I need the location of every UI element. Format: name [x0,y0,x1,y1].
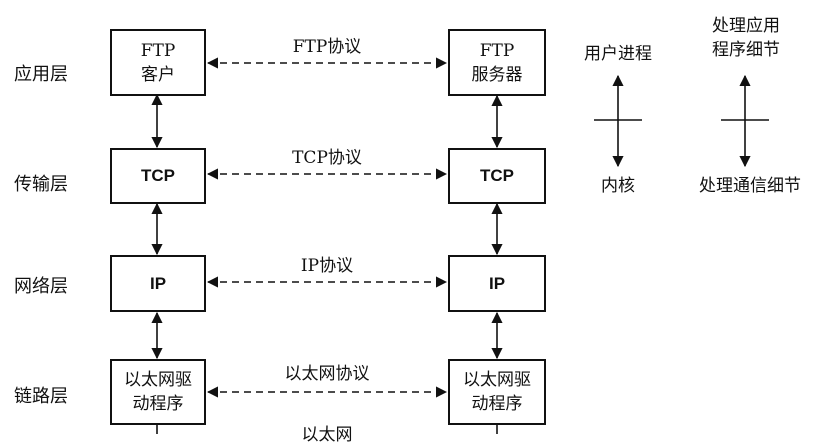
ftp-client-line2: 客户 [140,64,175,85]
user-process-label: 用户进程 [584,44,652,64]
layer-label-link: 链路层 [14,386,68,407]
app-details-line1: 处理应用 [712,16,780,36]
layer-label-transport: 传输层 [14,174,68,195]
ip-protocol-label: IP协议 [300,256,354,276]
left-tcp-box: TCP [110,148,206,204]
right-tcp-box: TCP [448,148,546,204]
right-ethernet-driver-box: 以太网驱 动程序 [448,359,546,425]
left-ethernet-driver-box: 以太网驱 动程序 [110,359,206,425]
left-driver-line1: 以太网驱 [124,370,192,390]
ftp-client-box: FTP 客户 [110,29,206,96]
comm-details-label: 处理通信细节 [699,176,801,196]
connector-lines [151,57,769,434]
bottom-cut-label: 以太网 [301,425,353,445]
ftp-server-line2: 服务器 [471,64,523,85]
ethernet-protocol-label: 以太网协议 [284,364,370,384]
left-ip-box: IP [110,255,206,312]
right-driver-line1: 以太网驱 [463,370,531,390]
app-details-line2: 程序细节 [712,40,780,60]
left-driver-line2: 动程序 [132,394,184,414]
kernel-label: 内核 [601,176,635,196]
layer-label-application: 应用层 [14,64,68,85]
right-driver-line2: 动程序 [471,394,523,414]
tcp-protocol-label: TCP协议 [292,148,362,168]
app-details-label: 处理应用 程序细节 [704,14,788,62]
layer-label-network: 网络层 [14,276,68,297]
ftp-server-line1: FTP [479,40,515,61]
ftp-protocol-label: FTP协议 [292,37,362,57]
ftp-client-line1: FTP [140,40,176,61]
ftp-server-box: FTP 服务器 [448,29,546,96]
right-ip-box: IP [448,255,546,312]
